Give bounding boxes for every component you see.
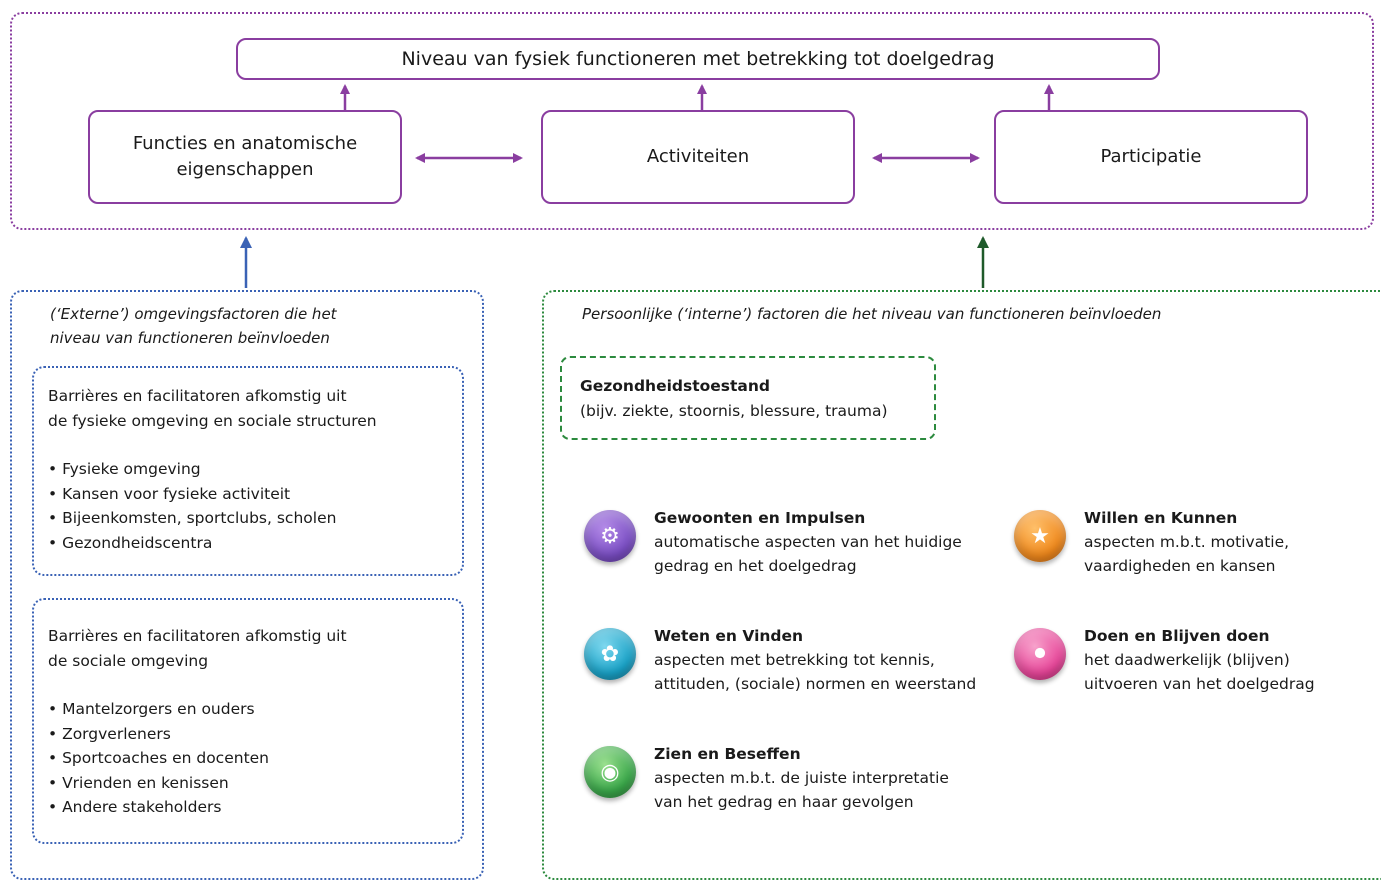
factor-title: Gewoonten en Impulsen [654,509,866,527]
node-activiteiten: Activiteiten [541,110,855,204]
eye-icon: ◉ [584,746,636,798]
factor-zien: ◉ Zien en Beseffen aspecten m.b.t. de ju… [584,742,949,814]
factor-title: Zien en Beseffen [654,745,801,763]
functioning-level-text: Niveau van fysiek functioneren met betre… [401,48,995,70]
factor-desc-line1: aspecten m.b.t. de juiste interpretatie [654,769,949,787]
list-item: Zorgverleners [48,722,347,747]
factor-desc-line2: vaardigheden en kansen [1084,557,1276,575]
health-status-desc: (bijv. ziekte, stoornis, blessure, traum… [580,401,888,420]
factor-gewoonten: ⚙ Gewoonten en Impulsen automatische asp… [584,506,962,578]
physical-heading-line2: de fysieke omgeving en sociale structure… [48,411,377,430]
factor-desc-line1: aspecten met betrekking tot kennis, [654,651,935,669]
list-item: Kansen voor fysieke activiteit [48,482,377,507]
node-participatie: Participatie [994,110,1308,204]
brain-head-icon: ✿ [584,628,636,680]
factor-willen: ★ Willen en Kunnen aspecten m.b.t. motiv… [1014,506,1289,578]
physical-items-list: Fysieke omgeving Kansen voor fysieke act… [48,457,377,555]
social-heading-line1: Barrières en facilitatoren afkomstig uit [48,627,347,645]
personal-factors-title: Persoonlijke (‘interne’) factoren die he… [582,305,1162,323]
list-item: Vrienden en kenissen [48,771,347,796]
factor-doen: ⚫ Doen en Blijven doen het daadwerkelijk… [1014,624,1315,696]
health-status-title: Gezondheidstoestand [580,377,771,395]
social-heading-line2: de sociale omgeving [48,651,209,670]
list-item: Fysieke omgeving [48,457,377,482]
gears-icon: ⚙ [584,510,636,562]
node-functies: Functies en anatomische eigenschappen [88,110,402,204]
connector-arrows [240,84,1054,288]
medal-icon: ★ [1014,510,1066,562]
list-item: Andere stakeholders [48,795,347,820]
list-item: Bijeenkomsten, sportclubs, scholen [48,506,377,531]
social-items-list: Mantelzorgers en ouders Zorgverleners Sp… [48,697,347,820]
node-functies-label: Functies en anatomische eigenschappen [132,133,358,180]
node-participatie-label: Participatie [1100,146,1202,167]
external-title-line1: (‘Externe’) omgevingsfactoren die het [50,305,337,323]
social-environment-group: Barrières en facilitatoren afkomstig uit… [32,598,464,844]
factor-title: Doen en Blijven doen [1084,627,1270,645]
physical-heading-line1: Barrières en facilitatoren afkomstig uit [48,387,347,405]
list-item: Gezondheidscentra [48,531,377,556]
functioning-container [10,12,1374,230]
footprints-icon: ⚫ [1014,628,1066,680]
list-item: Sportcoaches en docenten [48,746,347,771]
functioning-level-header: Niveau van fysiek functioneren met betre… [236,38,1160,80]
factor-desc-line2: gedrag en het doelgedrag [654,557,857,575]
factor-desc-line1: automatische aspecten van het huidige [654,533,962,551]
factor-desc-line2: uitvoeren van het doelgedrag [1084,675,1315,693]
factor-desc-line1: het daadwerkelijk (blijven) [1084,651,1290,669]
factor-weten: ✿ Weten en Vinden aspecten met betrekkin… [584,624,976,696]
external-title-line2: niveau van functioneren beïnvloeden [50,329,330,347]
factor-title: Willen en Kunnen [1084,509,1238,527]
factor-desc-line1: aspecten m.b.t. motivatie, [1084,533,1290,551]
health-status-box: Gezondheidstoestand (bijv. ziekte, stoor… [560,356,936,440]
node-activiteiten-label: Activiteiten [646,146,750,167]
factor-title: Weten en Vinden [654,627,804,645]
external-factors-title: (‘Externe’) omgevingsfactoren die het ni… [50,302,470,350]
list-item: Mantelzorgers en ouders [48,697,347,722]
factor-desc-line2: attituden, (sociale) normen en weerstand [654,675,977,693]
factor-desc-line2: van het gedrag en haar gevolgen [654,793,914,811]
physical-environment-group: Barrières en facilitatoren afkomstig uit… [32,366,464,576]
